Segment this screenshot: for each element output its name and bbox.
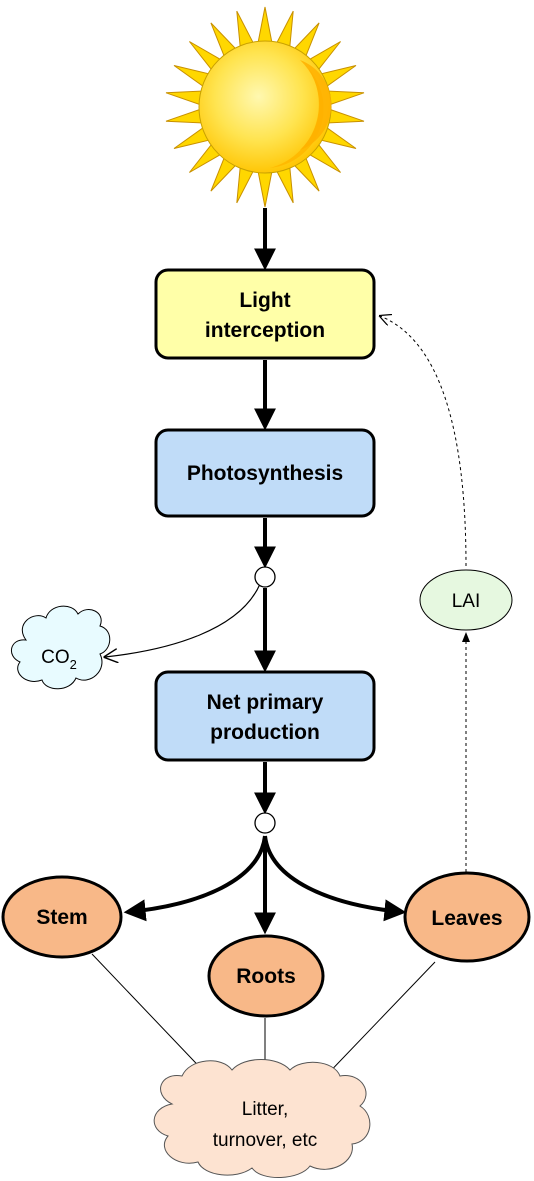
lai-to-light-arrow	[380, 316, 467, 567]
co2-cloud: CO2	[11, 605, 111, 690]
junction-to-stem-arrow	[123, 835, 267, 922]
litter-cloud: Litter, turnover, etc	[153, 1059, 371, 1179]
stem-to-litter-arrow	[91, 953, 212, 1080]
npp-label-line1: Net primary	[207, 691, 324, 714]
lai-oval: LAI	[419, 569, 513, 631]
photosynthesis-box: Photosynthesis	[154, 428, 376, 518]
roots-label: Roots	[236, 965, 296, 988]
leaves-oval: Leaves	[403, 871, 531, 963]
leaves-to-litter-arrow	[320, 961, 436, 1082]
co2-label: CO2	[41, 647, 77, 672]
roots-oval: Roots	[207, 934, 325, 1018]
net-primary-production-box: Net primary production	[154, 670, 376, 762]
leaves-label: Leaves	[431, 907, 502, 930]
light-interception-label-line2: interception	[205, 319, 325, 342]
sun-icon	[165, 6, 365, 208]
junction-node-upper	[254, 566, 276, 588]
photosynthesis-label: Photosynthesis	[187, 462, 343, 485]
lai-label: LAI	[452, 591, 481, 612]
litter-label-line1: Litter,	[242, 1099, 288, 1120]
junction-to-co2-arrow	[105, 583, 261, 657]
junction-to-leaves-arrow	[263, 835, 407, 922]
stem-label: Stem	[36, 906, 87, 929]
light-interception-box: Light interception	[154, 268, 376, 360]
junction-node-lower	[254, 812, 276, 834]
litter-label-line2: turnover, etc	[213, 1130, 318, 1151]
stem-oval: Stem	[1, 875, 123, 959]
npp-label-line2: production	[210, 721, 320, 744]
light-interception-label-line1: Light	[239, 289, 290, 312]
